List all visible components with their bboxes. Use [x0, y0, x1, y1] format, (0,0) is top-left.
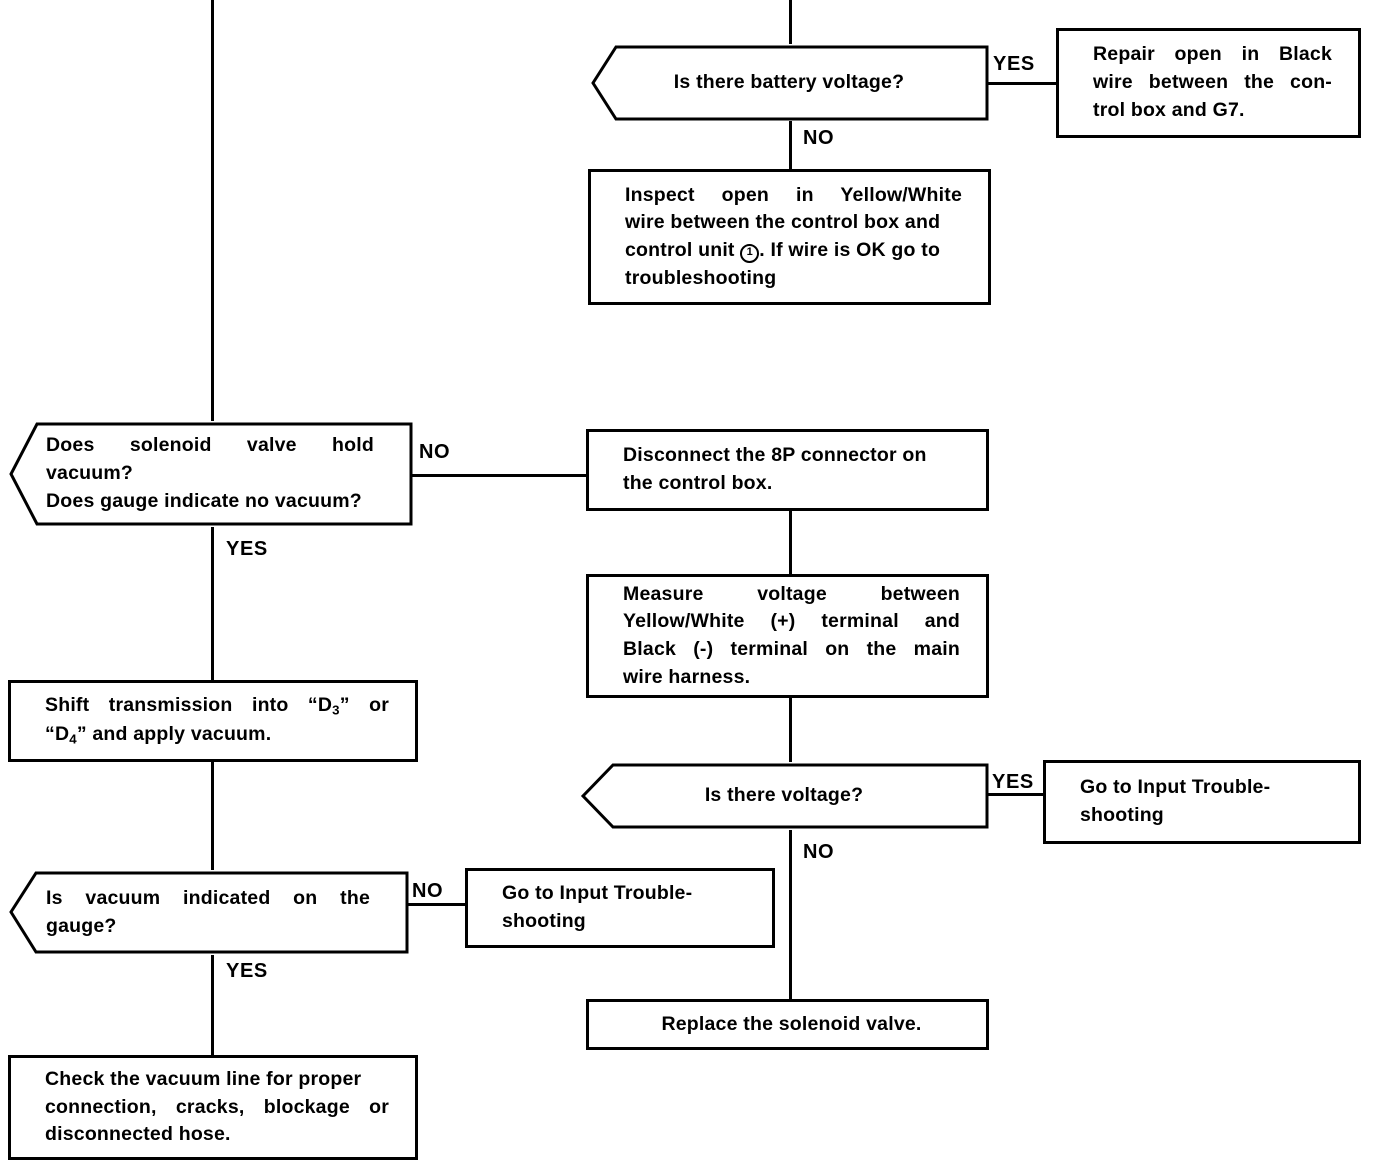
connector-vacuum-yes-to-check: [211, 955, 214, 1055]
shift-line1-subscript: 3: [332, 703, 340, 719]
solenoid-decision-line-3: Does gauge indicate no vacuum?: [46, 489, 362, 512]
check-vacuum-line-1: Check the vacuum line for proper: [45, 1067, 362, 1090]
repair-black-wire-line-2: wire between the con-: [1093, 71, 1332, 94]
decision-vacuum-indicated[interactable]: Is vacuum indicated on the gauge?: [8, 870, 410, 955]
connector-battery-no-to-inspect: [789, 121, 792, 169]
shift-line2-subscript: 4: [69, 731, 77, 747]
vacuum-indicated-line-2: gauge?: [46, 914, 117, 937]
hexagon-outline: [590, 44, 990, 122]
branch-label-battery-yes: YES: [993, 53, 1035, 75]
branch-label-vacuum-yes: YES: [226, 960, 268, 982]
input-troubleshooting-right-line-1: Go to Input Trouble-: [1080, 776, 1271, 799]
input-troubleshooting-left-line-2: shooting: [502, 910, 586, 932]
inspect-yellow-white-line-3: control unit 1. If wire is OK go to: [625, 237, 962, 265]
shift-line2-a: “D: [45, 723, 70, 745]
branch-label-voltage-no: NO: [803, 841, 835, 863]
disconnect-8p-line-2: the control box.: [623, 472, 773, 494]
input-troubleshooting-right-line-2: shooting: [1080, 804, 1164, 826]
process-go-to-input-troubleshooting-left[interactable]: Go to Input Trouble- shooting: [465, 868, 775, 948]
replace-solenoid-valve-text: Replace the solenoid valve.: [661, 1012, 922, 1035]
inspect-yellow-white-line-2: wire between the control box and: [625, 211, 941, 234]
check-vacuum-line-2: connection, cracks, blockage or: [45, 1095, 389, 1118]
process-inspect-yellow-white[interactable]: Inspect open in Yellow/White wire betwee…: [588, 169, 991, 305]
branch-label-battery-no: NO: [803, 127, 835, 149]
repair-black-wire-line-3: trol box and G7.: [1093, 98, 1245, 121]
vacuum-indicated-line-1: Is vacuum indicated on the: [46, 886, 370, 909]
hexagon-outline: [580, 762, 990, 830]
decision-battery-voltage-text: Is there battery voltage?: [673, 71, 905, 94]
inspect-line3-prefix: control unit: [625, 239, 735, 261]
shift-line2-b: ” and apply vacuum.: [76, 723, 272, 745]
branch-label-vacuum-no: NO: [412, 880, 444, 902]
measure-voltage-line-2: Yellow/White (+) terminal and: [623, 610, 960, 633]
inspect-line3-suffix: . If wire is OK go to: [759, 239, 941, 261]
connector-disconnect-to-measure: [789, 511, 792, 574]
connector-vacuum-no-to-input-left: [407, 903, 466, 906]
is-there-voltage-text: Is there voltage?: [704, 784, 864, 807]
input-troubleshooting-left-line-1: Go to Input Trouble-: [502, 882, 693, 905]
inspect-yellow-white-line-1: Inspect open in Yellow/White: [625, 183, 962, 206]
connector-measure-to-voltage-decision: [789, 698, 792, 762]
branch-label-solenoid-yes: YES: [226, 538, 268, 560]
connector-top-into-solenoid-decision: [211, 0, 214, 421]
solenoid-decision-line-2: vacuum?: [46, 462, 134, 485]
process-go-to-input-troubleshooting-right[interactable]: Go to Input Trouble- shooting: [1043, 760, 1361, 844]
decision-is-there-voltage[interactable]: Is there voltage?: [580, 762, 990, 830]
repair-black-wire-line-1: Repair open in Black: [1093, 43, 1332, 66]
process-check-vacuum-line[interactable]: Check the vacuum line for proper connect…: [8, 1055, 418, 1160]
shift-transmission-line-2: “D4” and apply vacuum.: [45, 721, 389, 750]
connector-shift-to-vacuum-decision: [211, 762, 214, 870]
inspect-yellow-white-line-4: troubleshooting: [625, 266, 777, 289]
process-measure-voltage[interactable]: Measure voltage between Yellow/White (+)…: [586, 574, 989, 698]
control-unit-reference-marker-icon: 1: [740, 244, 760, 263]
measure-voltage-line-4: wire harness.: [623, 665, 751, 688]
hexagon-outline: [8, 870, 410, 955]
process-replace-solenoid-valve[interactable]: Replace the solenoid valve.: [586, 999, 989, 1050]
connector-solenoid-no-to-disconnect: [411, 474, 586, 477]
branch-label-solenoid-no: NO: [419, 441, 451, 463]
check-vacuum-line-3: disconnected hose.: [45, 1123, 231, 1146]
disconnect-8p-line-1: Disconnect the 8P connector on: [623, 444, 927, 467]
connector-solenoid-yes-to-shift: [211, 527, 214, 680]
process-disconnect-8p[interactable]: Disconnect the 8P connector on the contr…: [586, 429, 989, 511]
connector-battery-yes-to-repair: [983, 82, 1058, 85]
decision-battery-voltage[interactable]: Is there battery voltage?: [590, 44, 990, 122]
connector-voltage-no-to-replace: [789, 830, 792, 999]
shift-line1-a: Shift transmission into “D: [45, 694, 333, 717]
measure-voltage-line-1: Measure voltage between: [623, 582, 960, 605]
solenoid-decision-line-1: Does solenoid valve hold: [46, 434, 374, 457]
measure-voltage-line-3: Black (-) terminal on the main: [623, 638, 960, 660]
connector-voltage-yes-to-input-right: [983, 793, 1043, 796]
connector-top-into-battery-decision: [789, 0, 792, 44]
decision-solenoid-hold-vacuum[interactable]: Does solenoid valve hold vacuum? Does ga…: [8, 421, 414, 527]
hexagon-outline: [8, 421, 414, 527]
shift-line1-b: ” or: [339, 694, 389, 717]
process-repair-black-wire[interactable]: Repair open in Black wire between the co…: [1056, 28, 1361, 138]
shift-transmission-line-1: Shift transmission into “D3” or: [45, 692, 389, 721]
branch-label-voltage-yes: YES: [992, 771, 1034, 793]
process-shift-transmission[interactable]: Shift transmission into “D3” or “D4” and…: [8, 680, 418, 762]
